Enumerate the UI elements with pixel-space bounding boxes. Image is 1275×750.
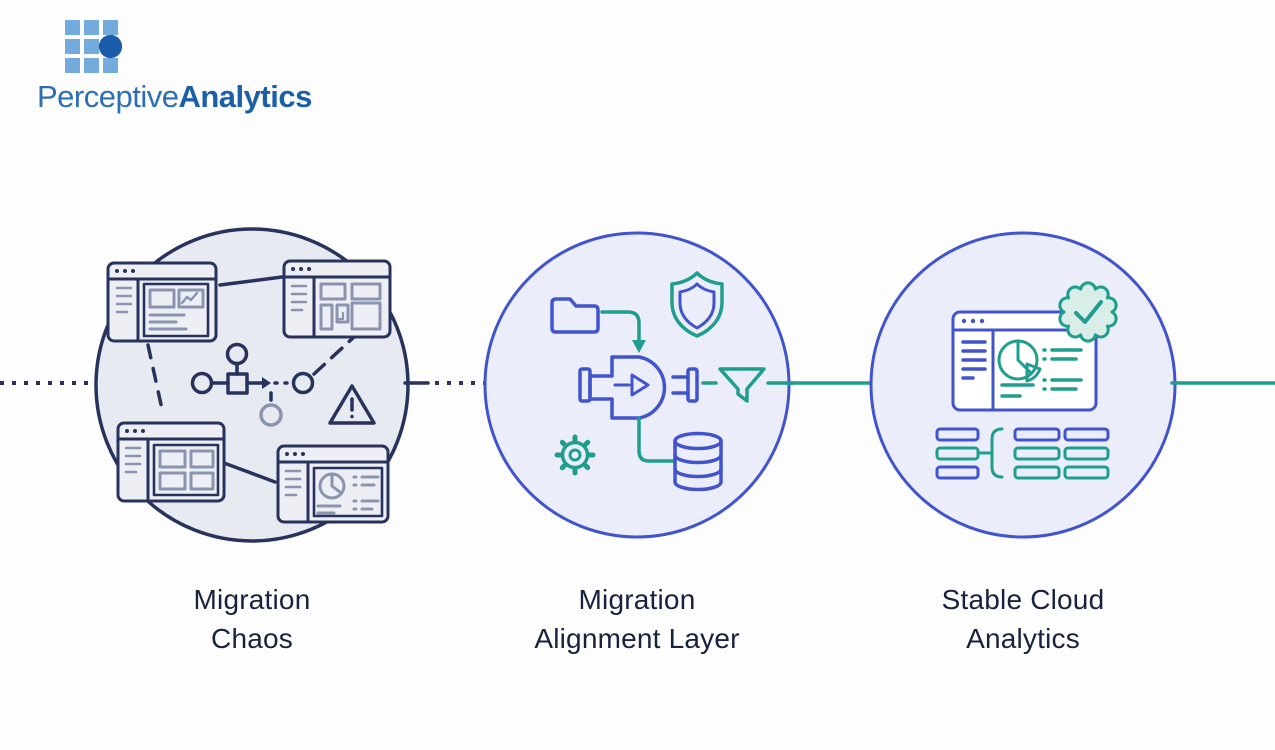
logo-text-regular: Perceptive <box>37 79 179 114</box>
browser-window-report-icon <box>276 444 390 524</box>
stage-2-label-line1: Migration <box>578 584 696 615</box>
alignment-to-stable-line <box>784 381 878 385</box>
broken-link-dashes <box>146 275 356 484</box>
logo-wordmark: PerceptiveAnalytics <box>37 79 312 115</box>
logo-dot-icon <box>98 34 123 59</box>
stage-3-label-line2: Analytics <box>966 623 1080 654</box>
stage-1-label: Migration Chaos <box>92 580 412 658</box>
folder-icon <box>550 297 600 334</box>
stage-migration-alignment-layer <box>483 231 796 539</box>
inbound-dotted-line <box>0 381 97 385</box>
mapping-bracket <box>976 427 1004 479</box>
folder-to-pipe-arrow <box>600 310 646 353</box>
mapped-tables-icon <box>935 427 1110 480</box>
logo-grid-icon <box>65 20 312 73</box>
outbound-line <box>1170 381 1275 385</box>
verified-badge-icon <box>1058 281 1118 343</box>
browser-window-chart-icon <box>106 261 218 343</box>
broken-flowchart-icon <box>190 342 315 427</box>
bullet-list-icon <box>1000 348 1083 398</box>
browser-window-widgets-icon <box>282 259 392 339</box>
pipe-to-database-line <box>637 416 676 463</box>
gear-icon <box>554 434 596 476</box>
database-icon <box>673 431 723 492</box>
stage-3-label: Stable Cloud Analytics <box>863 580 1183 658</box>
shield-icon <box>670 271 724 338</box>
stage-2-label: Migration Alignment Layer <box>477 580 797 658</box>
stage-stable-cloud-analytics <box>869 231 1177 539</box>
perceptive-analytics-logo: PerceptiveAnalytics <box>37 8 312 115</box>
browser-window-cards-icon <box>116 421 226 503</box>
pie-chart-icon <box>997 339 1042 383</box>
warning-triangle-icon <box>328 384 376 425</box>
stage-2-label-line2: Alignment Layer <box>534 623 740 654</box>
logo-text-bold: Analytics <box>178 79 312 114</box>
stage-1-label-line1: Migration <box>193 584 311 615</box>
stage-1-label-line2: Chaos <box>211 623 293 654</box>
stage-3-label-line1: Stable Cloud <box>941 584 1105 615</box>
stage-migration-chaos <box>94 227 410 543</box>
